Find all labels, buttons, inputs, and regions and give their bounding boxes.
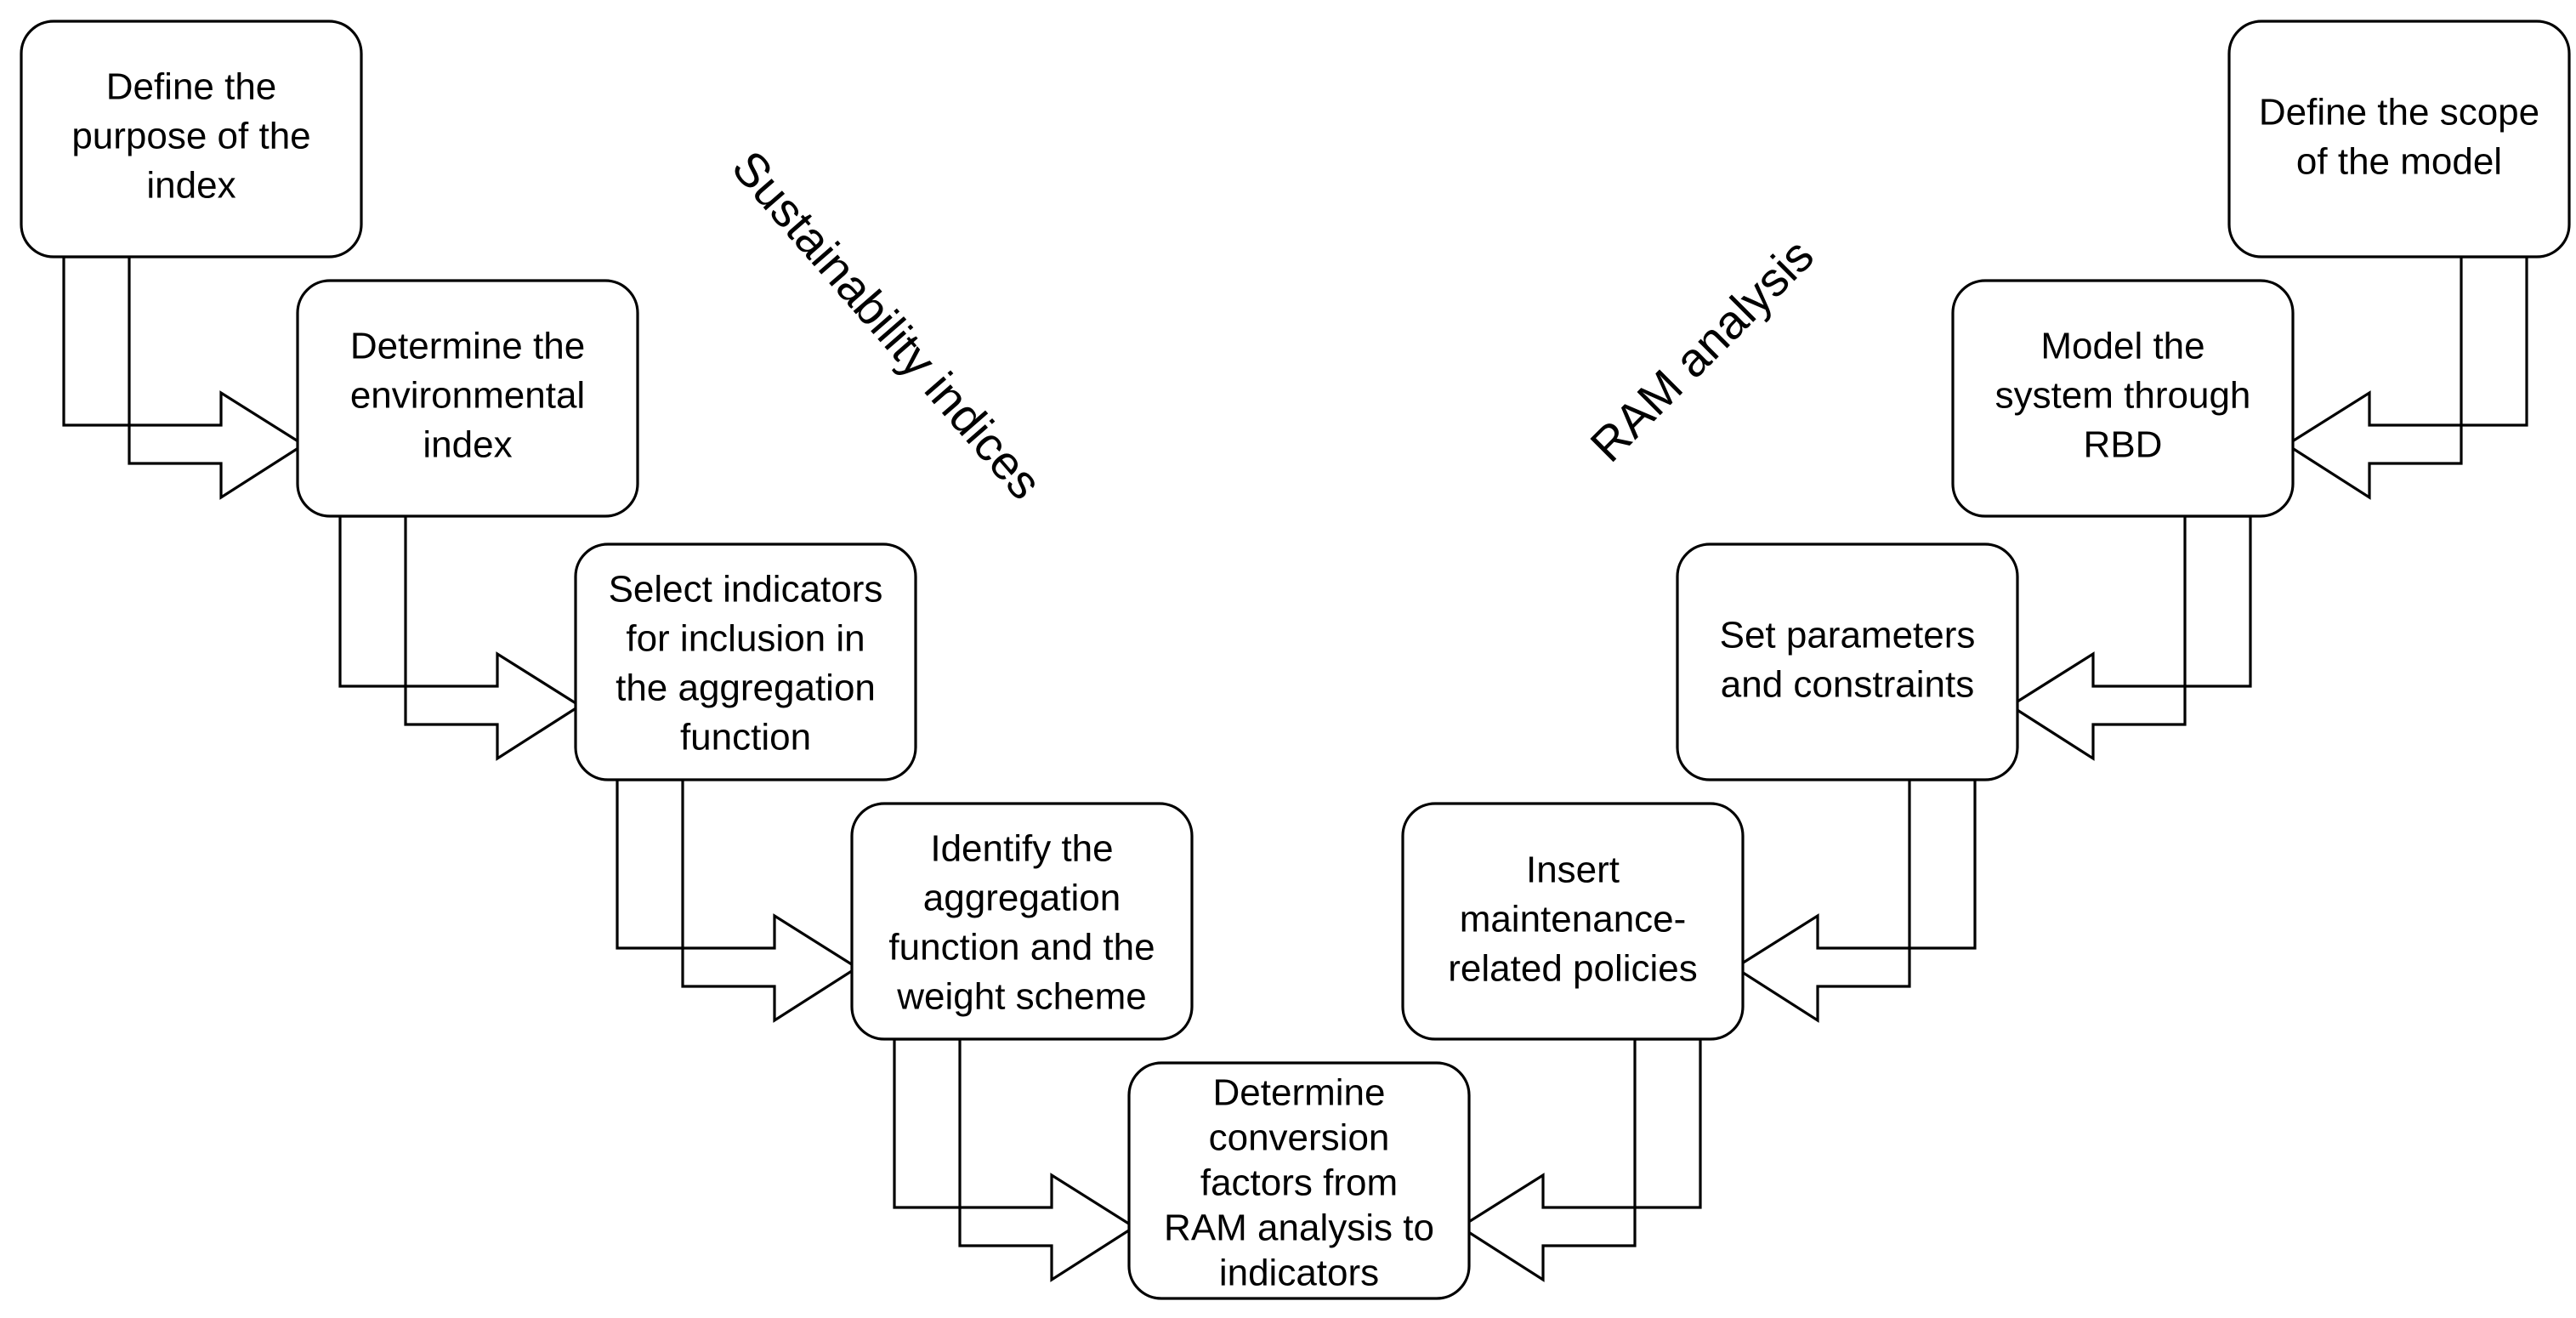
node-label-line: maintenance- — [1460, 899, 1687, 940]
node-label-line: related policies — [1448, 948, 1698, 990]
node-label-line: the aggregation — [616, 668, 876, 709]
node-label-line: index — [423, 424, 512, 466]
node-box[interactable] — [850, 802, 1194, 1041]
phase-label-text: Sustainability indices — [722, 140, 1053, 509]
node-label-line: function — [680, 717, 811, 758]
phase-label-sustainability-indices: Sustainability indices — [722, 140, 1053, 509]
node-box[interactable] — [2227, 20, 2571, 258]
node-label-line: RAM analysis to — [1164, 1207, 1434, 1249]
node-box[interactable] — [1951, 279, 2295, 518]
arrow-identify-to-conversion — [893, 1037, 1137, 1282]
node-label-line: index — [146, 165, 235, 207]
node-box[interactable] — [574, 543, 917, 781]
node-label-line: of the model — [2296, 141, 2502, 183]
node-label-line: Identify the — [930, 828, 1113, 870]
node-label-line: function and the — [888, 927, 1155, 969]
phase-label-ram-analysis: RAM analysis — [1580, 228, 1824, 472]
node-label-line: Insert — [1526, 849, 1620, 891]
node-label-line: weight scheme — [896, 976, 1146, 1018]
node-define-scope-model[interactable]: Define the scope of the model — [2227, 20, 2571, 258]
node-label-line: indicators — [1219, 1253, 1379, 1294]
node-label-line: conversion — [1209, 1117, 1390, 1159]
node-label-line: Set parameters — [1720, 615, 1976, 656]
node-label-line: Define the scope — [2259, 92, 2539, 134]
node-select-indicators[interactable]: Select indicators for inclusion in the a… — [574, 543, 917, 781]
node-label-line: Determine the — [350, 326, 585, 367]
node-label-line: for inclusion in — [626, 618, 865, 660]
node-box[interactable] — [1676, 543, 2019, 781]
node-label-line: RBD — [2084, 424, 2163, 466]
node-model-system-rbd[interactable]: Model the system through RBD — [1951, 279, 2295, 518]
node-determine-conversion-factors[interactable]: Determine conversion factors from RAM an… — [1127, 1061, 1471, 1300]
node-label-line: factors from — [1200, 1162, 1398, 1204]
node-label-line: system through — [1995, 375, 2251, 417]
node-label-line: and constraints — [1721, 664, 1974, 706]
node-identify-aggregation-function[interactable]: Identify the aggregation function and th… — [850, 802, 1194, 1041]
node-determine-environmental-index[interactable]: Determine the environmental index — [296, 279, 639, 518]
node-box[interactable] — [20, 20, 363, 258]
node-label-line: Determine — [1213, 1072, 1386, 1114]
node-define-purpose-index[interactable]: Define the purpose of the index — [20, 20, 363, 258]
node-label-line: aggregation — [923, 878, 1121, 919]
node-label-line: Model the — [2040, 326, 2204, 367]
arrow-parameters-to-insert — [1733, 778, 1977, 1023]
arrow-insert-to-conversion — [1458, 1037, 1702, 1282]
node-label-line: Select indicators — [609, 569, 883, 611]
arrow-select-to-identify — [616, 778, 860, 1023]
node-insert-maintenance-policies[interactable]: Insert maintenance- related policies — [1401, 802, 1745, 1041]
node-label-line: Define the — [106, 66, 277, 108]
arrow-environmental-to-select — [338, 514, 582, 761]
node-set-parameters-constraints[interactable]: Set parameters and constraints — [1676, 543, 2019, 781]
node-label-line: environmental — [350, 375, 585, 417]
phase-label-text: RAM analysis — [1580, 228, 1824, 472]
node-box[interactable] — [1401, 802, 1745, 1041]
node-label-line: purpose of the — [71, 116, 310, 157]
node-box[interactable] — [1127, 1061, 1471, 1300]
arrow-purpose-to-environmental — [62, 255, 306, 500]
arrow-model-to-parameters — [2008, 514, 2252, 761]
arrow-scope-to-model — [2284, 255, 2528, 500]
node-box[interactable] — [296, 279, 639, 518]
